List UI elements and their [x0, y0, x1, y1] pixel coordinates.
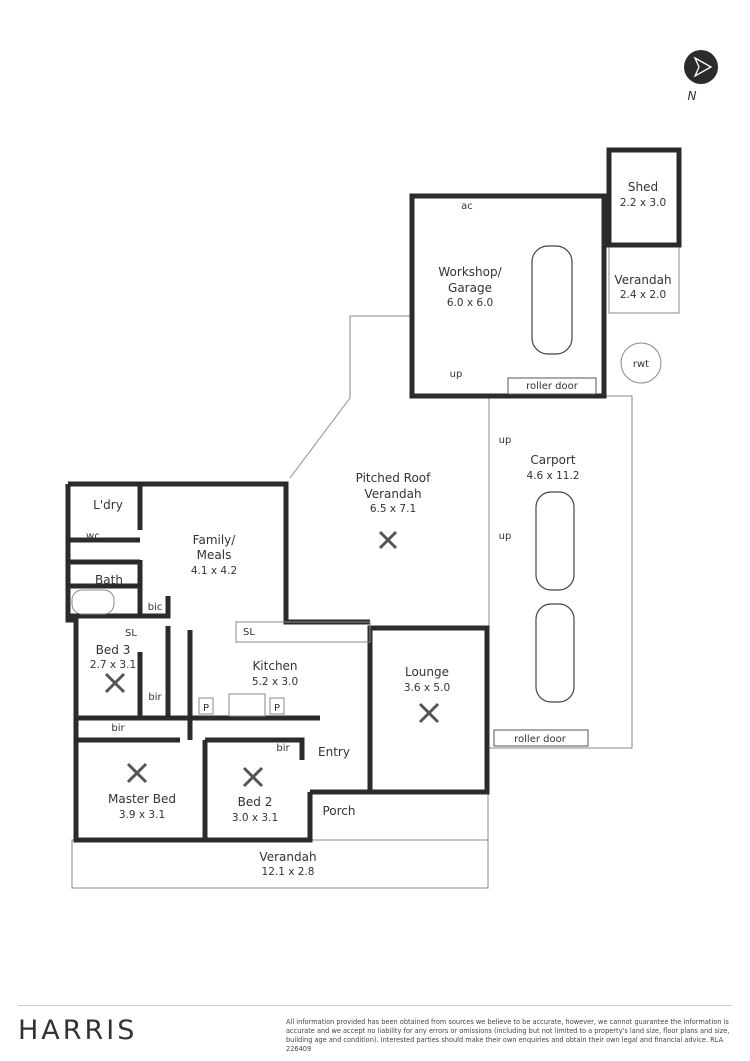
room-dims-shed-verandah: 2.4 x 2.0: [620, 289, 666, 301]
pitched-verandah-outline: [289, 315, 412, 479]
footer-divider: [18, 1005, 732, 1006]
room-label-bath: Bath: [95, 573, 123, 587]
room-label-porch: Porch: [322, 804, 355, 818]
room-label-shed-verandah: Verandah: [614, 273, 671, 287]
carport-outline: [488, 395, 633, 749]
up-label: up: [499, 531, 512, 542]
pantry-label: P: [203, 703, 209, 714]
ceiling-fan-icon: [104, 530, 440, 788]
garage-walls: [409, 193, 607, 399]
room-dims-bed2: 3.0 x 3.1: [232, 812, 278, 824]
kitchen-bench: [235, 621, 371, 643]
bir-label: bir: [276, 743, 290, 754]
room-dims-carport: 4.6 x 11.2: [527, 470, 580, 482]
room-dims-shed: 2.2 x 3.0: [620, 197, 666, 209]
car-icon: [531, 245, 575, 703]
disclaimer-text: All information provided has been obtain…: [286, 1018, 730, 1053]
room-label-verandah: Verandah: [259, 850, 316, 864]
bir-label: bir: [148, 692, 162, 703]
floor-plan: N Shed 2.2 x 3.0 Verandah 2.4 x 2.0 Work…: [65, 50, 718, 889]
room-label-pitched-2: Verandah: [364, 487, 421, 501]
ac-label: ac: [461, 201, 473, 212]
smoke-alarm-label: SL: [125, 628, 137, 639]
garage-roller-door: [507, 377, 597, 395]
bathtub: [71, 589, 115, 615]
cooktop: [228, 693, 266, 717]
room-label-bed3: Bed 3: [96, 643, 131, 657]
rainwater-tank: [620, 342, 662, 384]
room-dims-master: 3.9 x 3.1: [119, 809, 165, 821]
room-label-master: Master Bed: [108, 792, 176, 806]
room-label-entry: Entry: [318, 745, 350, 759]
room-label-lounge: Lounge: [405, 665, 449, 679]
rwt-label: rwt: [633, 359, 649, 370]
harris-logo: HARRIS: [18, 1015, 138, 1046]
pantry-label: P: [274, 703, 280, 714]
shed-walls: [606, 147, 682, 248]
room-dims-garage: 6.0 x 6.0: [447, 297, 493, 309]
north-arrow-icon: [684, 50, 718, 84]
up-label: up: [450, 369, 463, 380]
room-dims-family: 4.1 x 4.2: [191, 565, 237, 577]
room-label-laundry: L'dry: [93, 498, 123, 512]
house-walls-left: [65, 484, 313, 843]
room-dims-kitchen: 5.2 x 3.0: [252, 676, 298, 688]
interior-walls: [68, 484, 370, 840]
smoke-alarm-label: SL: [243, 627, 255, 638]
room-label-wc: wc: [86, 531, 100, 542]
room-dims-lounge: 3.6 x 5.0: [404, 682, 450, 694]
room-label-garage-2: Garage: [448, 281, 492, 295]
bir-label: bir: [111, 723, 125, 734]
room-label-family: Family/: [193, 533, 237, 547]
bic-label: bic: [148, 602, 163, 613]
pantry-1: [198, 697, 214, 715]
room-label-family-2: Meals: [197, 548, 232, 562]
room-dims-bed3: 2.7 x 3.1: [90, 659, 136, 671]
carport-roller-door: [493, 729, 589, 747]
roller-door-label: roller door: [526, 381, 579, 392]
lounge-walls: [367, 625, 490, 795]
room-dims-pitched: 6.5 x 7.1: [370, 503, 416, 515]
room-label-bed2: Bed 2: [238, 795, 273, 809]
verandah-outline: [71, 839, 489, 889]
room-label-garage: Workshop/: [438, 265, 502, 279]
pantry-2: [269, 697, 285, 715]
compass-label: N: [688, 89, 697, 103]
room-label-pitched: Pitched Roof: [356, 471, 432, 485]
roller-door-label: roller door: [514, 734, 567, 745]
room-label-kitchen: Kitchen: [252, 659, 297, 673]
room-dims-verandah: 12.1 x 2.8: [262, 866, 315, 878]
room-label-shed: Shed: [628, 180, 658, 194]
up-label: up: [499, 435, 512, 446]
room-label-carport: Carport: [530, 453, 576, 467]
